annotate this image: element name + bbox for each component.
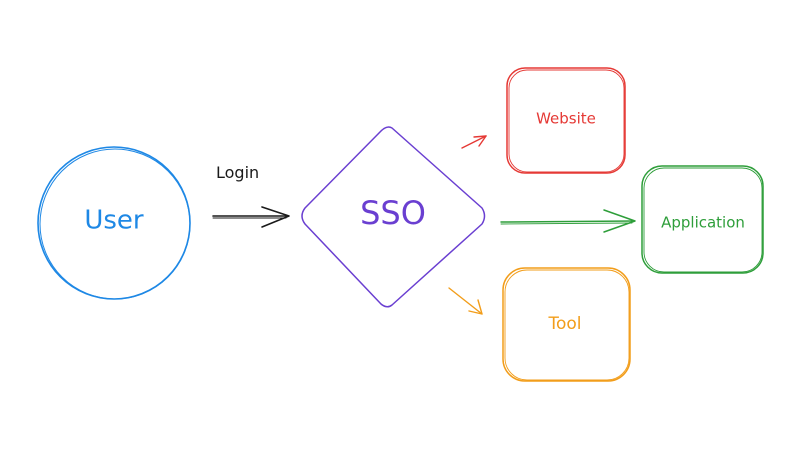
application-node: Application <box>641 165 764 274</box>
sso-node: SSO <box>301 126 486 308</box>
sso-to-application-edge <box>500 209 636 233</box>
website-label: Website <box>536 110 596 128</box>
website-node: Website <box>506 67 626 174</box>
application-label: Application <box>661 214 745 232</box>
sso-to-website-edge <box>461 135 487 149</box>
tool-node: Tool <box>502 267 631 382</box>
login-edge-label: Login <box>216 163 259 182</box>
user-label: User <box>84 206 144 236</box>
tool-label: Tool <box>547 314 581 334</box>
login-edge: Login <box>212 163 290 228</box>
sso-label: SSO <box>360 194 426 232</box>
sso-to-tool-edge <box>448 287 483 315</box>
user-node: User <box>37 146 191 300</box>
